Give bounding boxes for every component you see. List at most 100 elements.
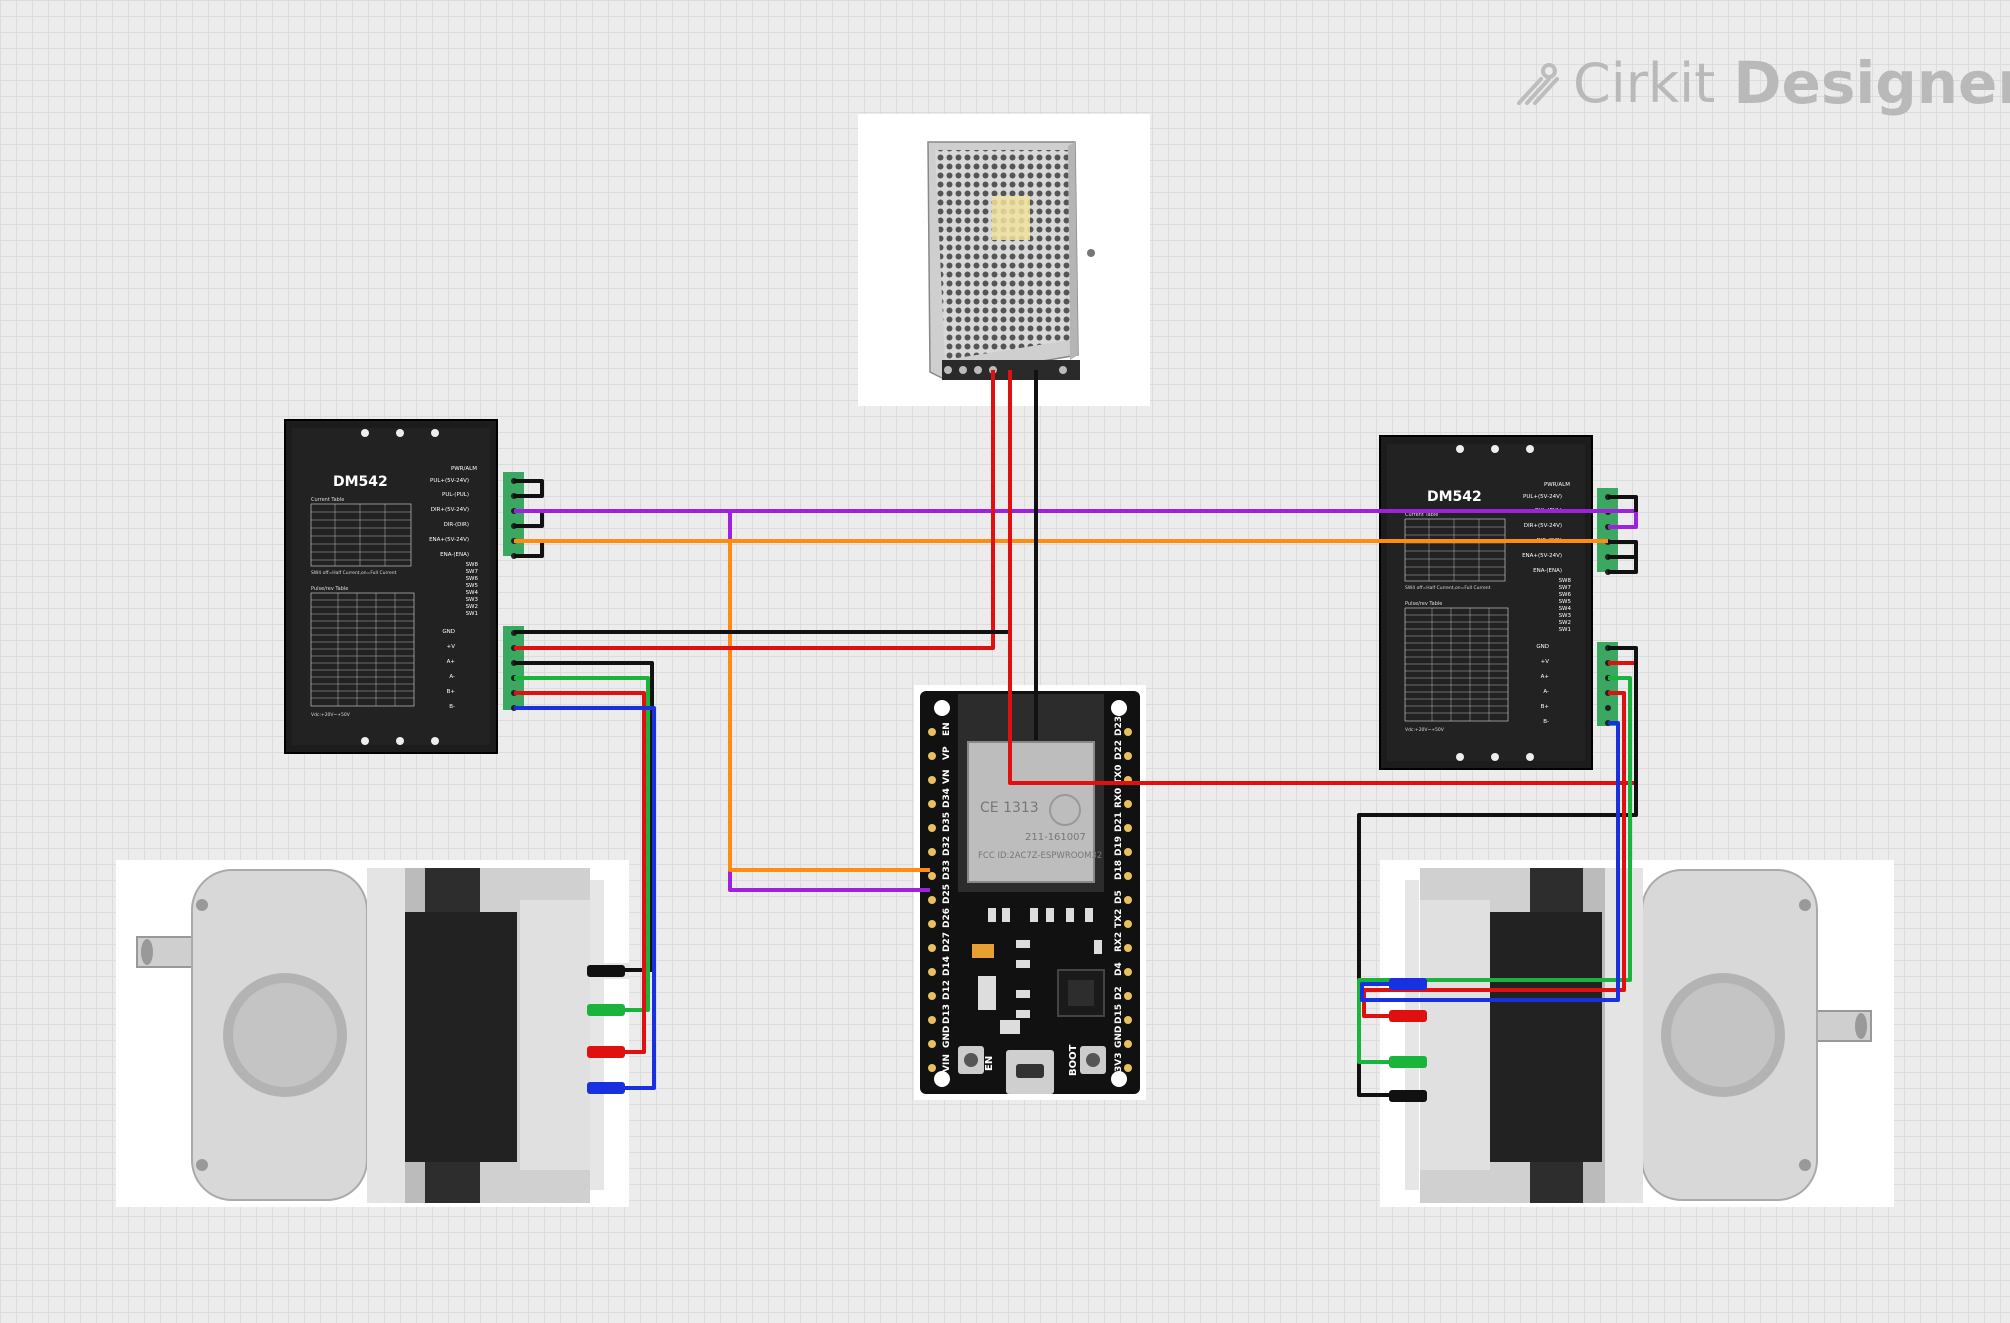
label-ena-plus: ENA+(5V-24V) [429, 537, 469, 543]
pin-d5: D5 [1114, 890, 1124, 904]
stepper-motor-left[interactable] [116, 860, 629, 1207]
boot-button-label: BOOT [1068, 1044, 1079, 1076]
label-dir-plus: DIR+(5V-24V) [431, 507, 469, 513]
pin-d15: D15 [1114, 1004, 1124, 1024]
label-gnd: GND [442, 629, 455, 635]
module-fcc: FCC ID:2AC7Z-ESPWROOM32 [978, 851, 1102, 861]
label-sw1: SW1 [466, 611, 478, 617]
pin-vp: VP [942, 746, 952, 760]
pin-d12: D12 [942, 980, 952, 1000]
driver-model: DM542 [1427, 489, 1482, 505]
label-sw5: SW5 [466, 583, 479, 589]
esp32-board[interactable]: CE 1313 211-161007 FCC ID:2AC7Z-ESPWROOM… [914, 685, 1146, 1100]
pin-gnd-right: GND [1114, 1026, 1124, 1048]
label-bminus: B- [1543, 719, 1549, 725]
driver-note: SW4 off=Half Current,on=Full Current [1405, 585, 1491, 591]
current-table-title: Current Table [1405, 512, 1438, 518]
label-sw3: SW3 [466, 597, 479, 603]
pin-gnd-left: GND [942, 1026, 952, 1048]
label-vplus: +V [447, 644, 456, 650]
pin-d26: D26 [942, 908, 952, 928]
pin-d4: D4 [1114, 962, 1124, 976]
label-sw7: SW7 [1559, 585, 1572, 591]
label-ena-minus: ENA-(ENA) [1533, 568, 1562, 574]
pulse-table-title: Pulse/rev Table [311, 586, 348, 592]
pin-d25: D25 [942, 884, 952, 904]
label-ena-plus: ENA+(5V-24V) [1522, 553, 1562, 559]
pin-rx0: RX0 [1114, 788, 1124, 808]
stepper-driver-right[interactable]: DM542 Current Table SW4 off=Half Current… [1379, 435, 1618, 770]
brand-product: Designer [1733, 49, 2010, 117]
driver-note: SW4 off=Half Current,on=Full Current [311, 570, 397, 576]
label-sw7: SW7 [466, 569, 479, 575]
pin-d23: D23 [1114, 716, 1124, 736]
pin-d33: D33 [942, 860, 952, 880]
cirkit-logo-icon [1517, 63, 1559, 105]
pin-d32: D32 [942, 836, 952, 856]
pin-d21: D21 [1114, 812, 1124, 832]
stepper-motor-right[interactable] [1380, 860, 1894, 1207]
label-sw6: SW6 [1559, 592, 1572, 598]
en-button-label: EN [984, 1056, 995, 1071]
pin-d34: D34 [942, 788, 952, 808]
label-sw2: SW2 [1559, 620, 1571, 626]
psu-mesh [935, 150, 1070, 360]
current-table-title: Current Table [311, 497, 344, 503]
label-pul-minus: PUL-(PUL) [442, 492, 469, 498]
boot-button[interactable] [1080, 1046, 1106, 1074]
driver-vdc: Vdc:+20V~+50V [1405, 727, 1445, 733]
pin-d35: D35 [942, 812, 952, 832]
stepper-driver-left[interactable]: DM542 Current Table SW4 off=Half Current… [284, 419, 524, 754]
pin-d19: D19 [1114, 836, 1124, 856]
motor-left-connectors [587, 965, 625, 1094]
en-button[interactable] [958, 1046, 984, 1074]
brand-logo: Cirkit Designer [1515, 48, 2010, 118]
pulse-table-title: Pulse/rev Table [1405, 601, 1442, 607]
module-id: 211-161007 [1025, 832, 1086, 843]
pin-tx0: TX0 [1114, 765, 1124, 784]
label-aminus: A- [449, 674, 455, 680]
label-aplus: A+ [447, 659, 456, 665]
label-gnd: GND [1536, 644, 1549, 650]
pin-d18: D18 [1114, 860, 1124, 880]
pin-d27: D27 [942, 932, 952, 952]
label-sw4: SW4 [466, 590, 479, 596]
pin-d22: D22 [1114, 740, 1124, 760]
pin-en: EN [942, 722, 952, 736]
pin-d14: D14 [942, 956, 952, 976]
pin-vin: VIN [942, 1054, 952, 1072]
label-bplus: B+ [447, 689, 456, 695]
pin-3v3: 3V3 [1114, 1053, 1124, 1073]
label-pul-plus: PUL+(5V-24V) [430, 478, 469, 484]
label-sw2: SW2 [466, 604, 478, 610]
brand-name: Cirkit [1573, 51, 1716, 115]
label-sw1: SW1 [1559, 627, 1571, 633]
driver-vdc: Vdc:+20V~+50V [311, 712, 351, 718]
pin-vn: VN [942, 770, 952, 785]
label-sw8: SW8 [1559, 578, 1572, 584]
label-dir-minus: DIR-(DIR) [444, 522, 469, 528]
wires [514, 370, 1638, 1097]
pin-tx2: TX2 [1114, 909, 1124, 928]
label-bminus: B- [449, 704, 455, 710]
label-sw5: SW5 [1559, 599, 1572, 605]
label-sw4: SW4 [1559, 606, 1572, 612]
pin-rx2: RX2 [1114, 932, 1124, 952]
motor-right-connectors [1389, 978, 1427, 1102]
label-vplus: +V [1541, 659, 1550, 665]
label-sw8: SW8 [466, 562, 479, 568]
module-ce: CE 1313 [980, 800, 1039, 816]
label-ena-minus: ENA-(ENA) [440, 552, 469, 558]
label-dir-plus: DIR+(5V-24V) [1524, 523, 1562, 529]
label-sw3: SW3 [1559, 613, 1572, 619]
driver-model: DM542 [333, 474, 388, 490]
label-aminus: A- [1543, 689, 1549, 695]
label-bplus: B+ [1541, 704, 1550, 710]
label-pul-plus: PUL+(5V-24V) [1523, 494, 1562, 500]
label-aplus: A+ [1541, 674, 1550, 680]
power-supply[interactable] [858, 114, 1150, 406]
pin-d2: D2 [1114, 986, 1124, 1000]
psu-indicator [1087, 249, 1095, 257]
label-pwr-alm: PWR/ALM [451, 466, 477, 472]
